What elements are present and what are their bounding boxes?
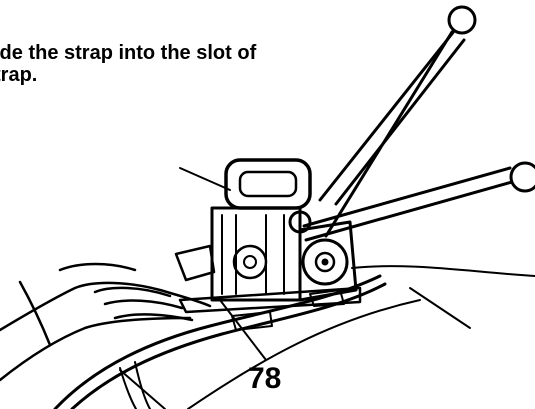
leader-lines xyxy=(119,167,471,409)
instruction-text: ide the strap into the slot of trap. xyxy=(0,42,256,86)
tension-handle xyxy=(302,5,535,242)
instruction-line-2: trap. xyxy=(0,64,38,86)
callout-number: 78 xyxy=(248,362,282,395)
package-surface xyxy=(187,265,535,409)
hands-icon xyxy=(0,262,212,382)
instruction-line-1: ide the strap into the slot of xyxy=(0,42,257,64)
strapping-tool-icon xyxy=(174,158,362,331)
